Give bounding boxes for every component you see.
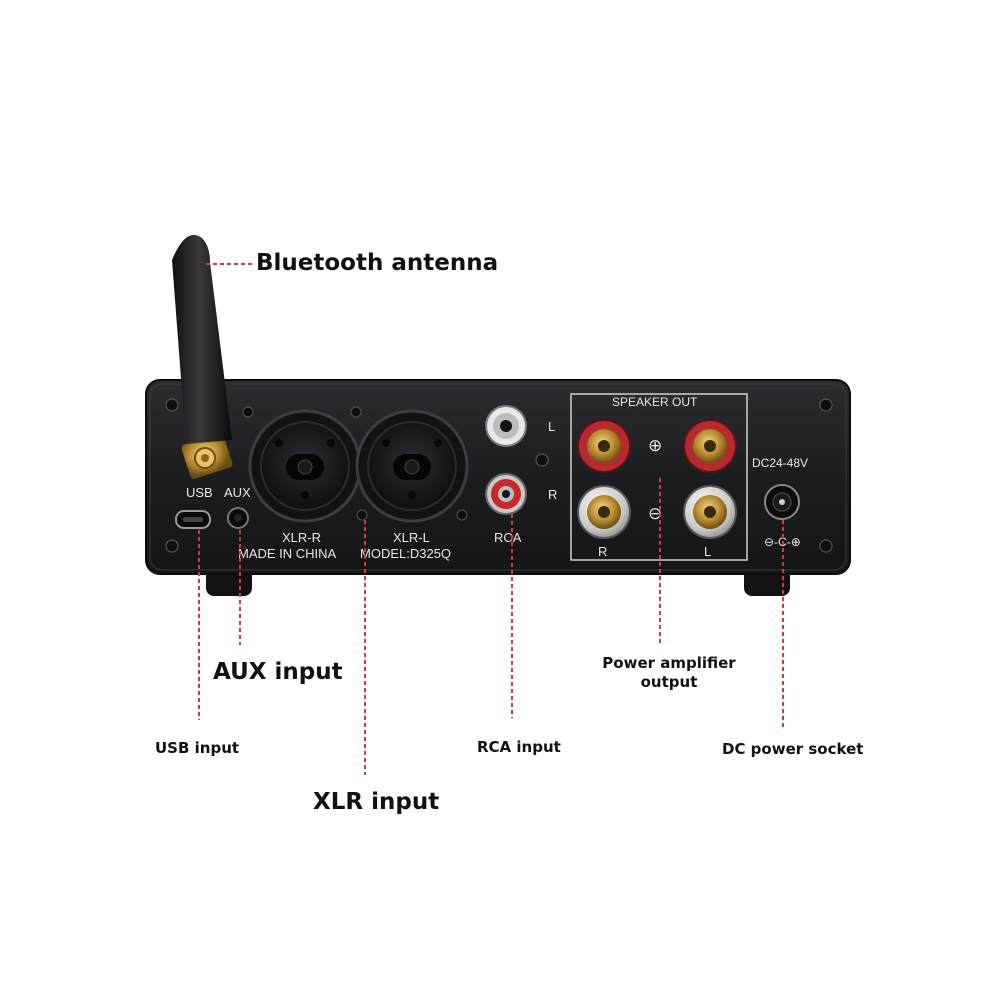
callout-dc-power-socket: DC power socket (722, 740, 864, 758)
panel-label-made-in: MADE IN CHINA (238, 546, 337, 561)
panel-label-spk-r: R (598, 544, 607, 559)
panel-label-usb: USB (186, 485, 213, 500)
panel-label-spk-l: L (704, 544, 711, 559)
panel-label-dc-rating: DC24-48V (752, 456, 808, 470)
rca-l-jack (485, 405, 527, 447)
panel-label-model: MODEL:D325Q (360, 546, 451, 561)
panel-label-speaker-out: SPEAKER OUT (612, 395, 698, 409)
panel-label-aux: AUX (224, 485, 251, 500)
dc-power-socket (764, 484, 800, 520)
panel-label-rca: RCA (494, 530, 522, 545)
callout-xlr-input: XLR input (313, 789, 440, 815)
panel-symbol-plus: ⊕ (648, 436, 662, 455)
speaker-terminal-l-minus (683, 485, 737, 539)
panel-label-rca-l: L (548, 419, 555, 434)
callout-rca-input: RCA input (477, 738, 561, 756)
speaker-terminal-r-plus (577, 419, 631, 473)
leader-lines (198, 263, 784, 775)
panel-label-rca-r: R (548, 487, 557, 502)
bluetooth-antenna (172, 234, 232, 444)
speaker-out-frame (570, 393, 748, 561)
chassis-screws (165, 398, 833, 553)
callout-aux-input: AUX input (213, 659, 343, 685)
panel-label-xlr-l: XLR-L (393, 530, 430, 545)
speaker-terminal-l-plus (683, 419, 737, 473)
speaker-terminal-r-minus (577, 485, 631, 539)
rca-r-jack (485, 473, 527, 515)
xlr-r-connector (248, 409, 362, 523)
panel-symbol-minus: ⊖ (648, 504, 662, 523)
callout-bluetooth-antenna: Bluetooth antenna (256, 250, 499, 276)
panel-label-xlr-r: XLR-R (282, 530, 321, 545)
xlr-l-connector (355, 409, 469, 523)
callout-power-amplifier-output: Power amplifier output (602, 654, 736, 691)
callout-usb-input: USB input (155, 739, 240, 757)
antenna-connector (181, 433, 233, 479)
